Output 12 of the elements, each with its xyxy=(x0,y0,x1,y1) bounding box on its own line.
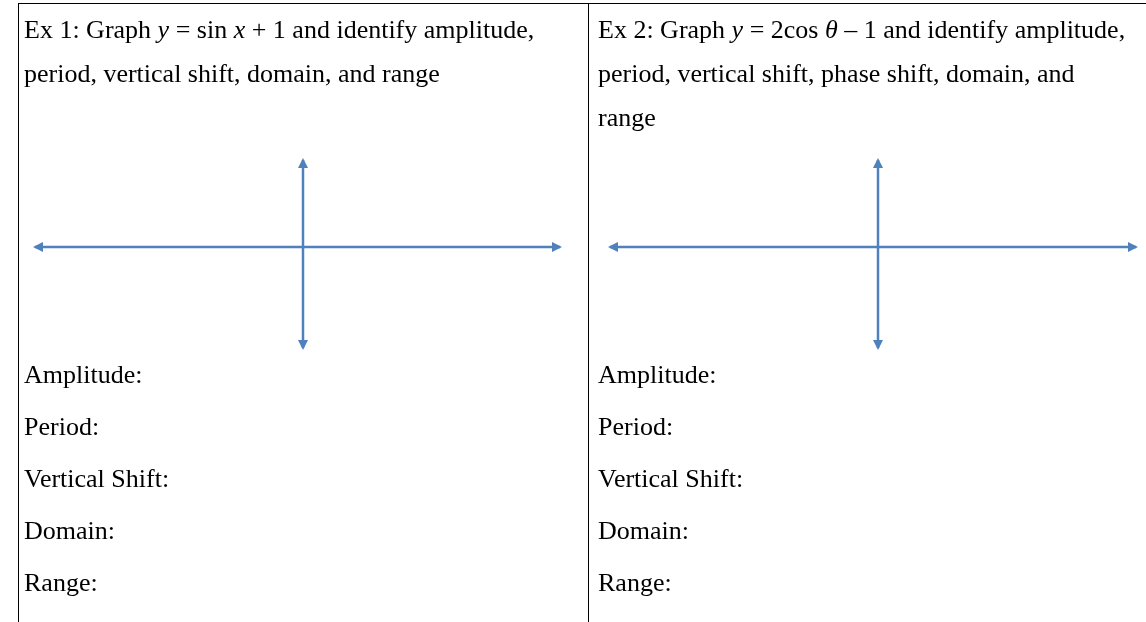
exercise-prompt: Ex 2: Graph y = 2cos θ – 1 and identify amplitude, period, vertical shift, phase shift, domain, and range xyxy=(598,14,1127,134)
answer-prompt: Domain: xyxy=(598,515,689,547)
answer-prompt: Period: xyxy=(598,411,674,443)
answer-prompt: Domain: xyxy=(24,515,115,547)
answer-prompt: Vertical Shift: xyxy=(598,463,744,495)
answer-prompt: Amplitude: xyxy=(24,359,143,391)
exercise-prompt: Ex 1: Graph y = sin x + 1 and identify amplitude, period, vertical shift, domain, and range xyxy=(24,14,536,90)
answer-prompt: Vertical Shift: xyxy=(24,463,170,495)
answer-prompt: Range: xyxy=(598,567,672,599)
answer-prompt: Period: xyxy=(24,411,100,443)
answer-prompt: Amplitude: xyxy=(598,359,717,391)
answer-prompt: Range: xyxy=(24,567,98,599)
